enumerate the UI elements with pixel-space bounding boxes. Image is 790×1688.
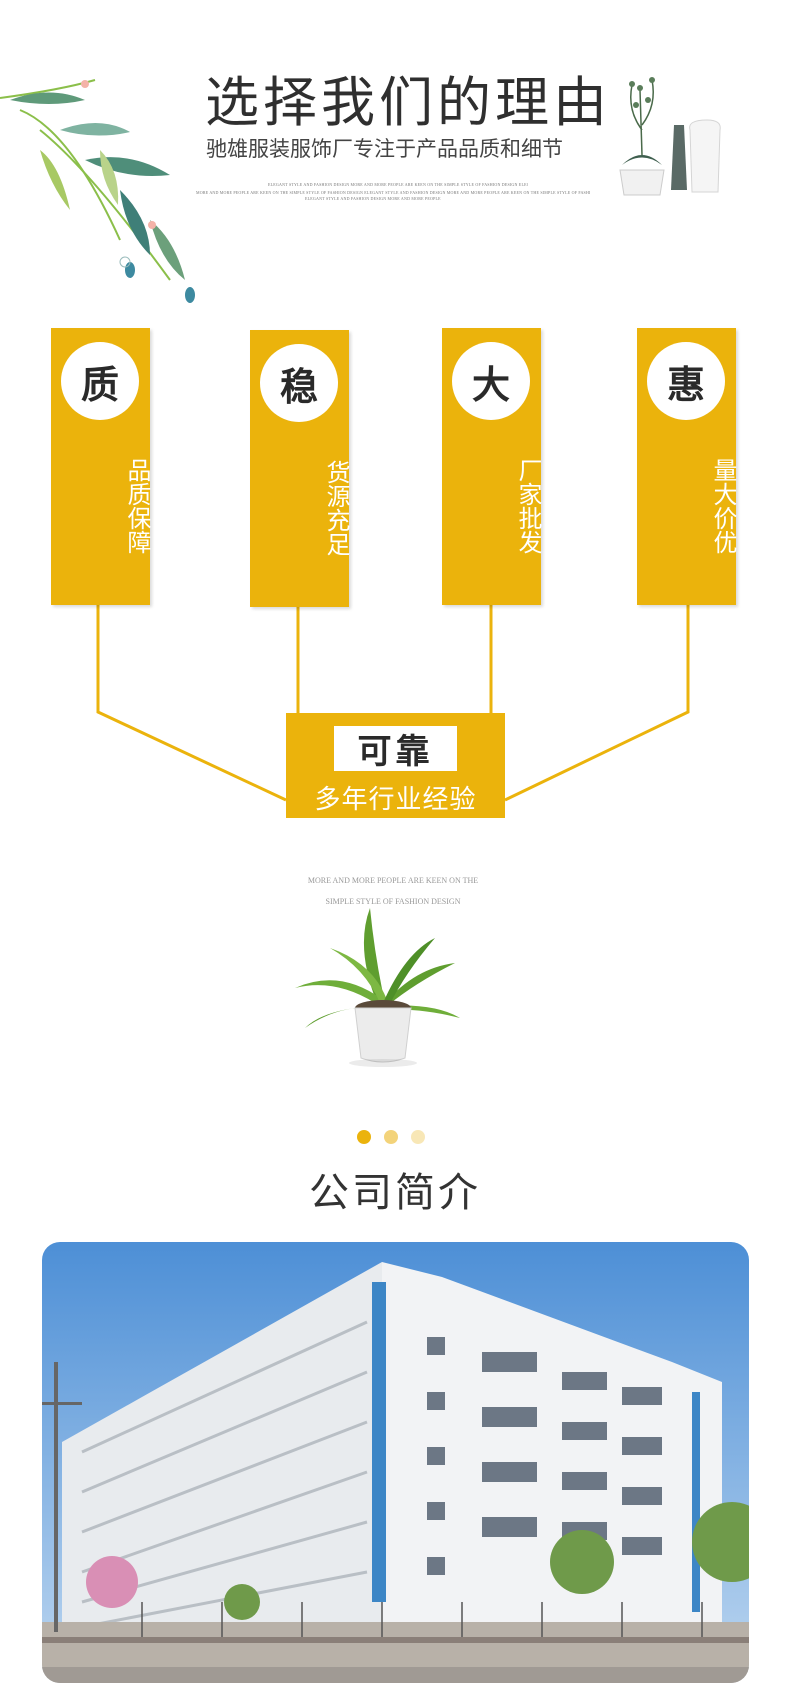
feature-badge: 大 xyxy=(452,342,530,420)
feature-text: 厂家批发 xyxy=(514,458,542,554)
page-subtitle: 驰雄服装服饰厂专注于产品品质和细节 xyxy=(206,137,563,161)
feature-card-large: 大 厂家批发 xyxy=(442,328,542,605)
feature-badge: 质 xyxy=(61,342,139,420)
feature-card-quality: 质 品质保障 xyxy=(51,328,151,605)
experience-text: 多年行业经验 xyxy=(314,785,477,815)
feature-char: 大 xyxy=(471,362,510,407)
feature-char: 稳 xyxy=(279,364,318,409)
vase-plant-illustration xyxy=(619,77,721,196)
plant-caption-line: MORE AND MORE PEOPLE ARE KEEN ON THE xyxy=(307,876,479,885)
feature-card-value: 惠 量大价优 xyxy=(637,328,737,605)
feature-text: 货源充足 xyxy=(322,460,350,556)
potted-plant-illustration xyxy=(295,908,460,1067)
page-title: 选择我们的理由 xyxy=(205,71,611,134)
indicator-dot xyxy=(357,1130,371,1144)
connector-lines xyxy=(96,602,690,802)
reliable-summary-box: 可靠 多年行业经验 xyxy=(286,713,505,818)
feature-char: 惠 xyxy=(666,362,705,407)
feature-badge: 稳 xyxy=(260,344,338,422)
feature-char: 质 xyxy=(80,362,119,407)
indicator-dot xyxy=(411,1130,425,1144)
indicator-dot xyxy=(384,1130,398,1144)
feature-card-stable: 稳 货源充足 xyxy=(250,330,350,607)
company-building-photo xyxy=(42,1242,749,1683)
decorative-text-line: MORE AND MORE PEOPLE ARE KEEN ON THE SIM… xyxy=(196,190,590,195)
feature-badge: 惠 xyxy=(647,342,725,420)
reliable-tag: 可靠 xyxy=(334,726,457,772)
decorative-text-line: ELEGANT STYLE AND FASHION DESIGN MORE AN… xyxy=(268,182,528,187)
feature-text: 品质保障 xyxy=(123,458,151,554)
decorative-text-line: ELEGANT STYLE AND FASHION DESIGN MORE AN… xyxy=(305,196,441,201)
feature-text: 量大价优 xyxy=(709,458,737,554)
plant-caption-line: SIMPLE STYLE OF FASHION DESIGN xyxy=(325,897,461,906)
reliable-label: 可靠 xyxy=(357,732,434,772)
bamboo-leaves-decoration xyxy=(0,79,195,303)
section-title: 公司简介 xyxy=(309,1170,481,1216)
